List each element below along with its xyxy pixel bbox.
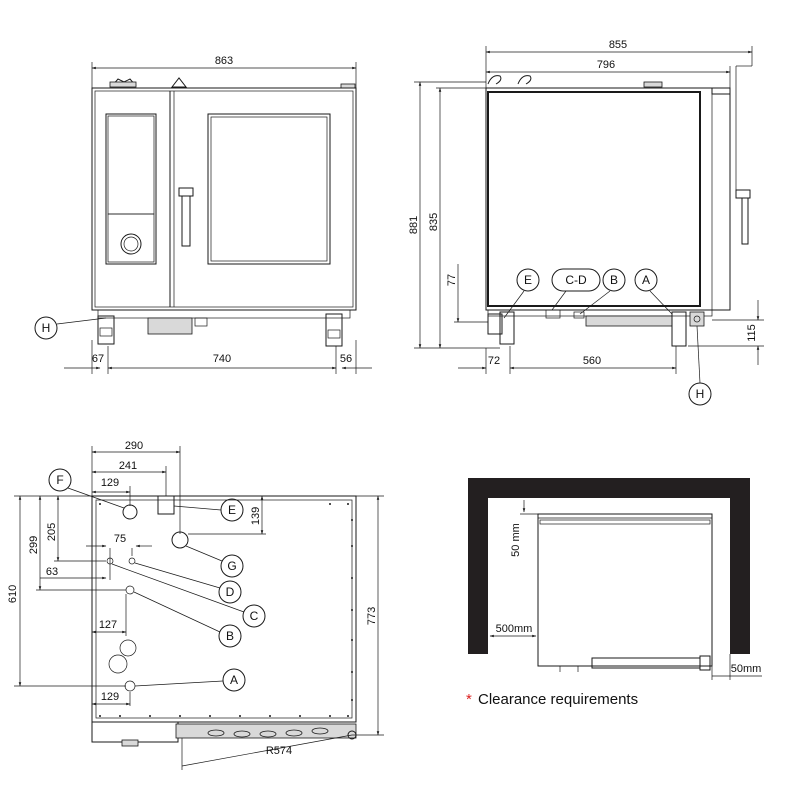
dim-63: 63 [46,566,58,578]
front-width-dimension: 863 [215,55,233,67]
front-left-offset: 67 [92,353,104,365]
callout-h-side: H [696,387,705,401]
callout-f: F [56,473,63,487]
callout-cd-side: C-D [565,273,587,287]
callout-d: D [226,585,235,599]
connection-g [171,531,189,549]
callout-h-front: H [42,321,51,335]
clearance-top-gap: 50 mm [510,523,522,557]
oven-body-side [485,87,731,311]
callout-c: C [250,609,259,623]
side-overall-height: 881 [408,216,420,234]
dim-290: 290 [125,440,143,452]
dim-129-bottom: 129 [101,691,119,703]
side-overall-depth: 855 [609,39,627,51]
dim-205: 205 [46,523,58,541]
clearance-oven [537,513,713,667]
side-front-offset: 72 [488,355,500,367]
dim-75: 75 [114,533,126,545]
connection-f [122,504,138,520]
side-foot-height: 115 [746,324,758,342]
oven-body-front [91,87,357,311]
callout-b: B [226,629,234,643]
clearance-diagram: 50 mm 500mm 50mm * Clearance requirement… [466,478,762,708]
dim-610: 610 [7,585,19,603]
dim-129-top: 129 [101,477,119,489]
connection-a [124,680,136,692]
door-radius: R574 [266,745,292,757]
side-body-depth: 796 [597,59,615,71]
callout-a: A [230,673,238,687]
side-body-height: 835 [428,213,440,231]
control-panel [105,113,157,265]
callout-e: E [228,503,236,517]
dim-139: 139 [250,507,262,525]
dim-127: 127 [99,619,117,631]
top-view: R574 290 241 129 610 [7,440,384,770]
front-feet-span: 740 [213,353,231,365]
clearance-note-star: * [466,691,472,708]
dim-299: 299 [28,536,40,554]
callout-g: G [227,559,236,573]
wall-outline [468,478,750,654]
dim-773: 773 [366,607,378,625]
front-right-offset: 56 [340,353,352,365]
connection-e [157,495,175,515]
side-view: 855 796 881 835 [408,39,764,406]
side-feet-span: 560 [583,355,601,367]
side-connection-height: 77 [446,274,458,286]
callout-a-side: A [642,273,650,287]
front-view: 863 H [34,55,372,374]
callout-b-side: B [610,273,618,287]
callout-e-side: E [524,273,532,287]
clearance-note: Clearance requirements [478,691,638,708]
door-window [207,113,331,265]
clearance-left-gap: 500mm [496,623,533,635]
clearance-right-gap: 50mm [731,663,762,675]
oven-body-top [91,495,357,723]
connection-d [128,557,136,565]
connection-b [125,585,135,595]
dim-241: 241 [119,460,137,472]
